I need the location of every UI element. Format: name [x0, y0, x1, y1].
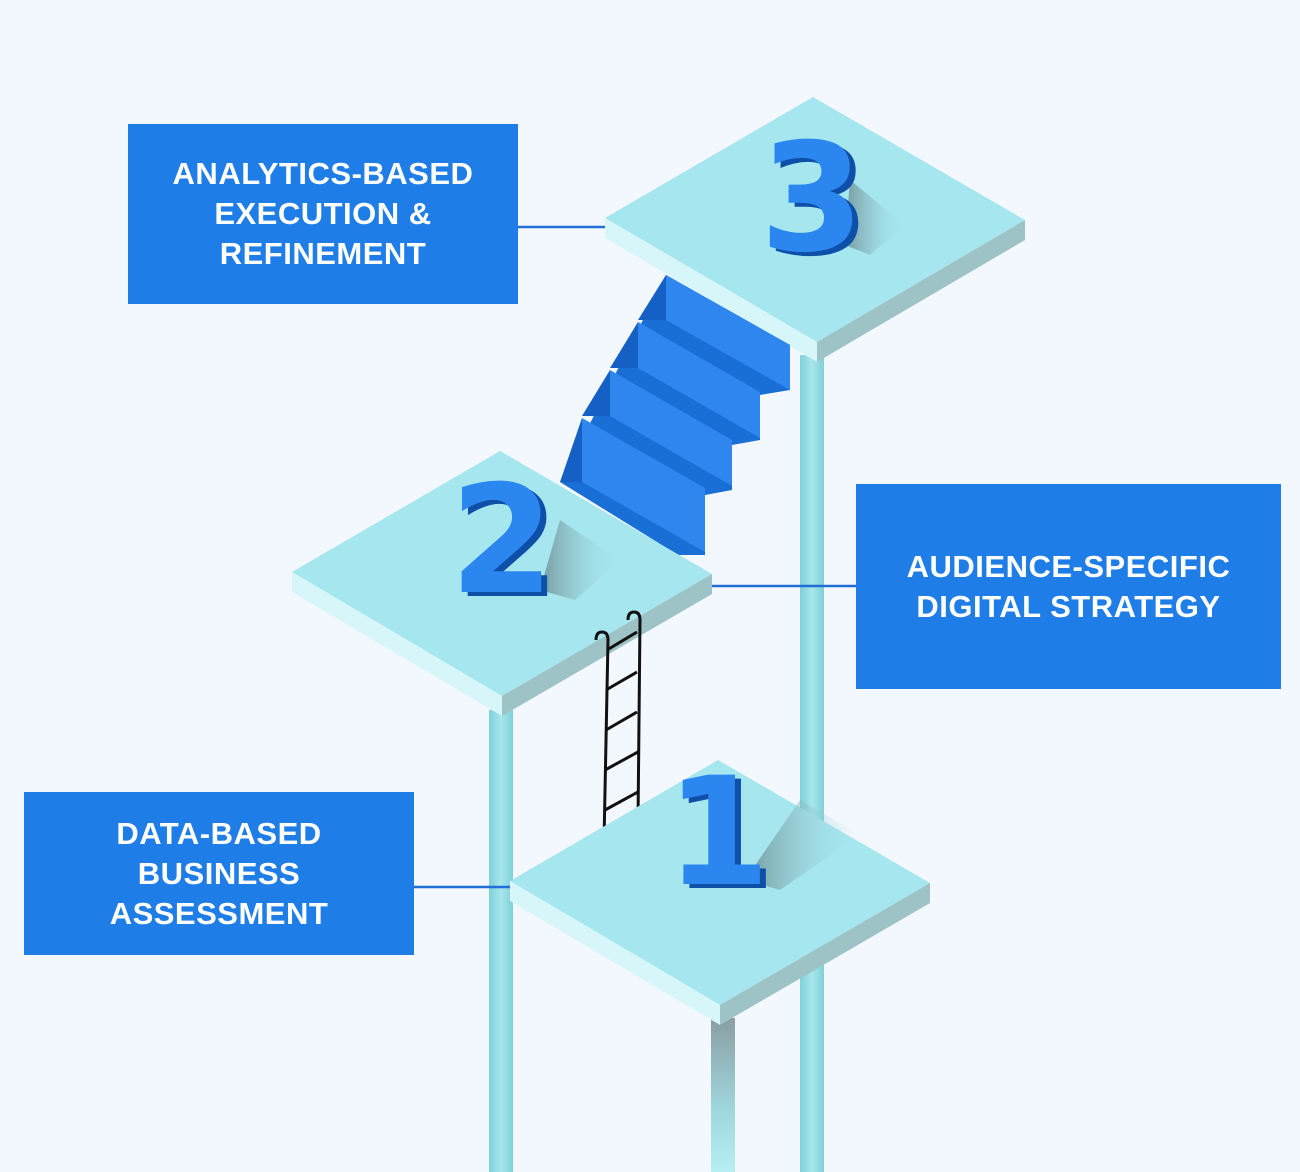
- pillars: [489, 355, 824, 1172]
- platform-2-front: [292, 572, 502, 716]
- step-numerals: 3 3 2 2 1 1: [450, 112, 870, 924]
- step-2-label: AUDIENCE-SPECIFIC DIGITAL STRATEGY: [906, 548, 1231, 624]
- step-1-label: DATA-BASED BUSINESS ASSESSMENT: [109, 815, 329, 931]
- platform-1-top: [510, 760, 930, 1005]
- numeral-1: 1 1: [666, 746, 776, 924]
- svg-text:2: 2: [450, 454, 554, 628]
- stair-steps: [560, 275, 790, 552]
- step-1-label-box: DATA-BASED BUSINESS ASSESSMENT: [24, 792, 414, 955]
- stairs: [560, 275, 790, 555]
- numeral-shadows: [540, 180, 905, 890]
- step-3-label: ANALYTICS-BASED EXECUTION & REFINEMENT: [172, 156, 474, 271]
- platform-3-side: [817, 220, 1025, 362]
- step-3-label-box: ANALYTICS-BASED EXECUTION & REFINEMENT: [128, 124, 518, 304]
- platform-3-front: [605, 218, 817, 362]
- platform-1: [510, 760, 930, 1025]
- step-2-label-box: AUDIENCE-SPECIFIC DIGITAL STRATEGY: [856, 484, 1281, 689]
- ladder: [594, 610, 642, 843]
- svg-text:3: 3: [766, 116, 870, 290]
- pillar-1: [711, 1018, 735, 1172]
- svg-text:1: 1: [666, 746, 770, 920]
- platform-3-top: [605, 97, 1025, 342]
- svg-text:1: 1: [672, 750, 776, 924]
- svg-text:2: 2: [456, 458, 560, 632]
- svg-text:3: 3: [760, 112, 864, 286]
- numeral-3: 3 3: [760, 112, 870, 290]
- platform-1-front: [510, 881, 720, 1025]
- platform-1-side: [720, 883, 930, 1025]
- connector-lines: [414, 225, 856, 889]
- numeral-2: 2 2: [450, 454, 560, 632]
- platform-3: [605, 97, 1025, 362]
- pillar-2: [489, 710, 513, 1172]
- pillar-3: [800, 355, 824, 1172]
